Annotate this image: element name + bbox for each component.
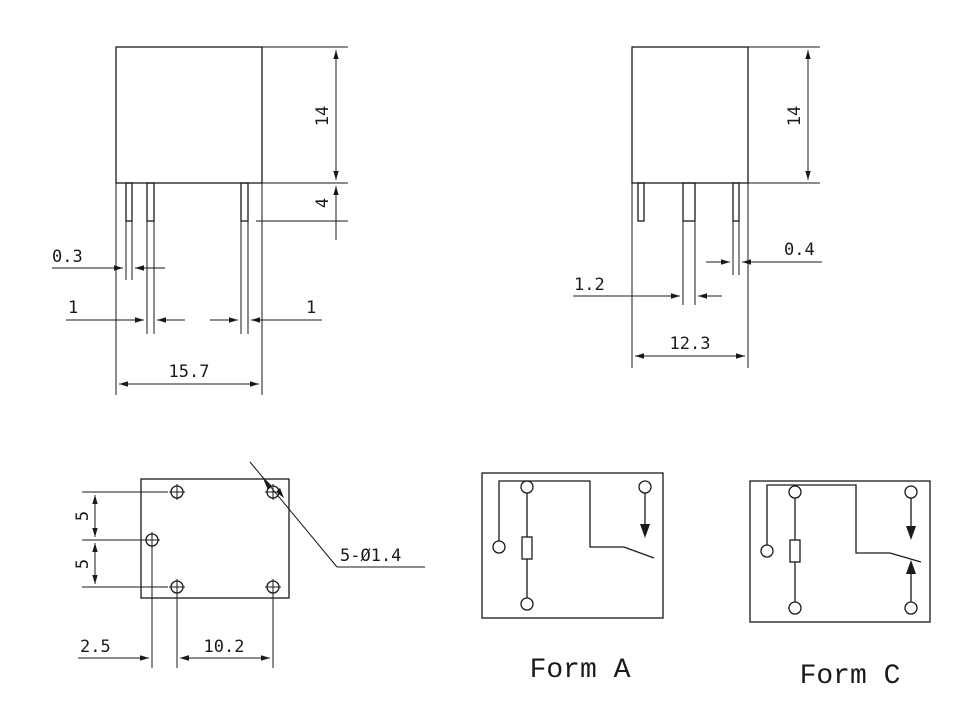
end-pin-width-wide-label: 1.2 (574, 275, 605, 295)
pin-offset-right-label: 1 (306, 298, 316, 318)
form-a-schematic: Form A (481, 472, 664, 686)
pitch-bottom-label: 5 (73, 559, 93, 569)
end-view-body (631, 46, 749, 184)
hole-spec-label: 5-Ø1.4 (340, 546, 401, 566)
coil-icon (521, 536, 533, 560)
pitch-top-label: 5 (73, 511, 93, 521)
form-c-label: Form C (800, 661, 901, 692)
end-view: 14 0.4 1.2 12.3 (573, 46, 822, 368)
form-c-schematic: Form C (749, 480, 931, 692)
form-a-label: Form A (530, 655, 631, 686)
pin-offset-left-label: 1 (68, 298, 78, 318)
end-height-body-label: 14 (785, 106, 805, 126)
side-length-label: 15.7 (169, 362, 210, 382)
form-a-frame (481, 472, 664, 619)
footprint-hole (169, 579, 185, 595)
side-view-body (115, 46, 263, 184)
offset-x-label: 2.5 (80, 637, 111, 657)
footprint-outline (140, 478, 290, 599)
end-width-label: 12.3 (670, 334, 711, 354)
footprint-hole (144, 532, 160, 548)
side-height-body-label: 14 (313, 106, 333, 126)
end-view-pin (682, 182, 696, 222)
side-view: 14 4 0.3 1 1 15.7 (52, 46, 348, 395)
end-view-pin (637, 182, 645, 222)
end-pin-width-thin-label: 0.4 (784, 240, 815, 260)
pin-thickness-label: 0.3 (52, 247, 83, 267)
side-view-pin (125, 182, 133, 222)
side-view-pin (146, 182, 155, 222)
side-view-pin (240, 182, 249, 222)
coil-icon (789, 539, 801, 563)
side-height-pins-label: 4 (313, 198, 333, 208)
footprint-hole (169, 484, 185, 500)
end-view-pin (732, 182, 740, 222)
footprint-hole (265, 579, 281, 595)
pcb-footprint: 5 5 2.5 10.2 5-Ø1.4 (73, 461, 425, 668)
span-x-label: 10.2 (204, 637, 245, 657)
form-c-frame (749, 480, 931, 623)
